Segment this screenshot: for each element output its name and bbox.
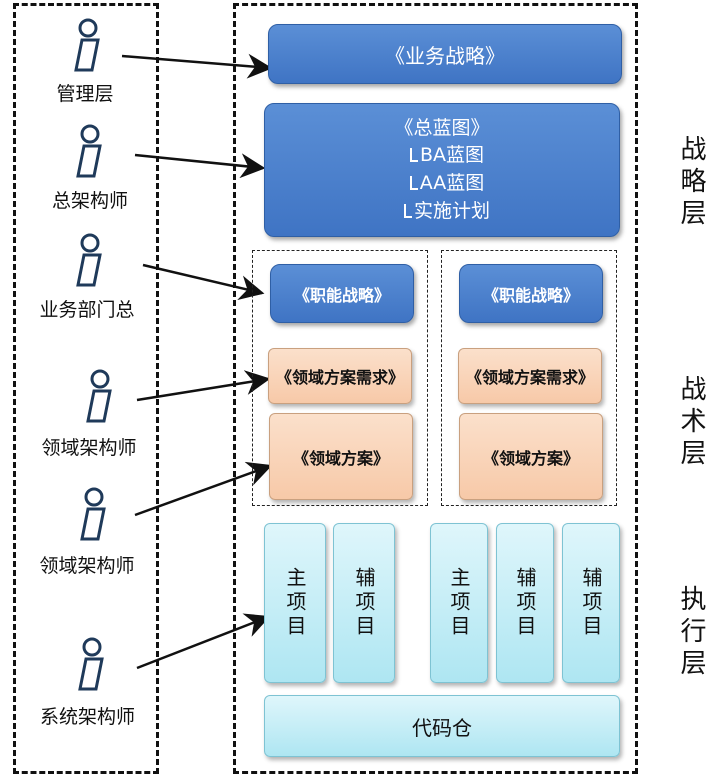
blueprint-item: 实施计划 — [413, 199, 490, 222]
functional-strategy-text: 《职能战略》 — [293, 285, 390, 305]
blueprint-item: BA蓝图 — [419, 144, 485, 167]
domain-requirement-box: 《领域方案需求》 — [268, 348, 412, 404]
domain-solution-text: 《领域方案》 — [292, 448, 389, 468]
domain-requirement-text: 《领域方案需求》 — [465, 368, 594, 387]
business-strategy-box: 《业务战略》 — [268, 24, 622, 84]
layer-label-tactics: 战术层 — [676, 375, 706, 471]
arrow — [136, 613, 271, 670]
project-text: 辅项目 — [579, 567, 603, 639]
functional-strategy-text: 《职能战略》 — [482, 285, 579, 305]
domain-group-right — [441, 250, 617, 506]
role-label: 管理层 — [56, 83, 114, 105]
roles-frame — [13, 3, 159, 774]
blueprint-item: AA蓝图 — [419, 172, 485, 194]
person-icon — [76, 233, 102, 287]
project-box: 辅项目 — [333, 523, 395, 683]
domain-requirement-box: 《领域方案需求》 — [458, 348, 602, 404]
role-label: 系统架构师 — [39, 706, 135, 728]
domain-requirement-text: 《领域方案需求》 — [275, 368, 404, 387]
tree-corner-icon — [409, 176, 418, 190]
project-text: 辅项目 — [352, 567, 376, 639]
person-icon — [86, 369, 112, 423]
arrow — [136, 370, 271, 402]
person-icon — [74, 18, 100, 72]
layer-label-execution: 执行层 — [676, 585, 706, 681]
arrow — [142, 263, 265, 301]
project-box: 主项目 — [430, 523, 488, 683]
arrow — [121, 53, 273, 79]
blueprint-title: 《总蓝图》 — [394, 116, 490, 139]
role-label: 业务部门总 — [39, 299, 135, 321]
master-blueprint-box: 《总蓝图》 BA蓝图 AA蓝图 实施计划 — [264, 103, 620, 237]
code-repo-box: 代码仓 — [264, 695, 620, 757]
person-icon — [78, 637, 104, 691]
arrow — [134, 461, 273, 517]
functional-strategy-box: 《职能战略》 — [459, 264, 603, 323]
project-box: 辅项目 — [562, 523, 620, 683]
role-label: 领域架构师 — [39, 555, 135, 577]
code-repo-text: 代码仓 — [412, 715, 472, 740]
person-icon — [80, 487, 106, 541]
domain-solution-box: 《领域方案》 — [459, 413, 603, 500]
project-text: 主项目 — [283, 567, 307, 639]
domain-solution-box: 《领域方案》 — [269, 413, 413, 500]
project-text: 辅项目 — [513, 567, 537, 639]
artifacts-frame — [233, 3, 638, 774]
project-box: 主项目 — [264, 523, 326, 683]
domain-solution-text: 《领域方案》 — [482, 448, 579, 468]
project-box: 辅项目 — [496, 523, 554, 683]
business-strategy-text: 《业务战略》 — [385, 43, 505, 68]
tree-corner-icon — [403, 203, 412, 218]
arrow — [134, 153, 266, 179]
tree-corner-icon — [409, 148, 418, 163]
layer-label-strategy: 战略层 — [676, 135, 706, 231]
person-icon — [76, 124, 102, 178]
functional-strategy-box: 《职能战略》 — [270, 264, 414, 323]
domain-group-left — [252, 250, 428, 506]
role-label: 总架构师 — [51, 190, 128, 212]
role-label: 领域架构师 — [41, 437, 137, 459]
project-text: 主项目 — [447, 567, 471, 639]
